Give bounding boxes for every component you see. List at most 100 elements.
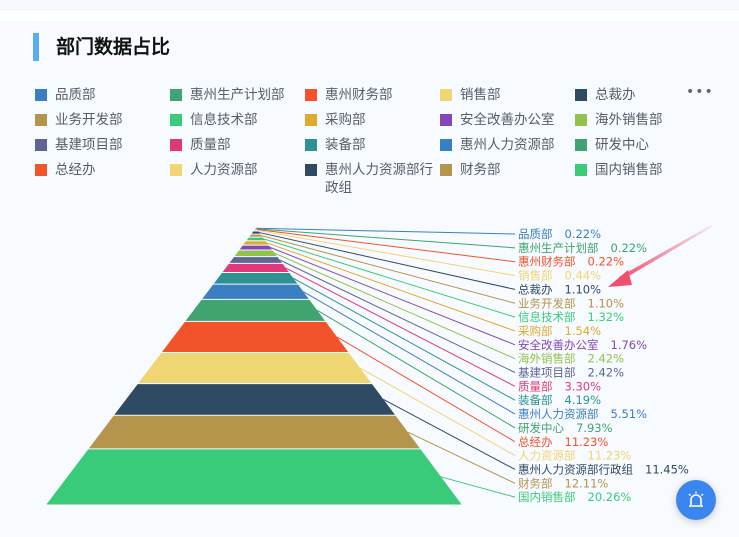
slice-label-value: 11.23% xyxy=(565,435,609,449)
label-leader-line xyxy=(270,247,516,346)
legend-swatch xyxy=(305,139,317,151)
slice-label-value: 0.22% xyxy=(611,241,648,255)
label-leader-line xyxy=(256,228,516,249)
legend-label: 销售部 xyxy=(460,87,501,103)
legend-item[interactable]: 海外销售部 xyxy=(575,111,663,129)
label-leader-line xyxy=(440,476,516,498)
slice-label-name: 惠州生产计划部 xyxy=(518,241,599,255)
legend-item[interactable]: 基建项目部 xyxy=(35,136,123,154)
slice-label-name: 国内销售部 xyxy=(518,490,576,504)
funnel-slice[interactable] xyxy=(251,231,261,234)
legend-item[interactable]: 惠州人力资源部 xyxy=(440,136,555,154)
slice-label-value: 3.30% xyxy=(565,379,602,393)
funnel-slice[interactable] xyxy=(114,384,395,415)
page-title: 部门数据占比 xyxy=(56,36,171,58)
label-leader-line xyxy=(293,277,516,401)
slice-label-value: 1.54% xyxy=(565,324,602,338)
funnel-slice[interactable] xyxy=(229,257,282,263)
legend-item[interactable]: 惠州财务部 xyxy=(305,86,393,104)
legend-item[interactable]: 惠州人力资源部行政组 xyxy=(305,161,435,197)
legend-swatch xyxy=(35,114,47,126)
legend-label: 业务开发部 xyxy=(55,112,123,128)
legend-swatch xyxy=(440,114,452,126)
legend-item[interactable]: 销售部 xyxy=(440,86,501,104)
label-leader-line xyxy=(279,259,516,373)
slice-label-value: 2.42% xyxy=(588,352,625,366)
funnel-slice[interactable] xyxy=(202,284,309,299)
slice-label-value: 1.10% xyxy=(565,282,602,296)
legend-item[interactable]: 安全改善办公室 xyxy=(440,111,555,129)
legend-item[interactable]: 财务部 xyxy=(440,161,501,179)
slice-label-value: 4.19% xyxy=(565,393,602,407)
label-leader-line xyxy=(303,291,516,415)
annotation-arrow-head xyxy=(608,270,632,287)
slice-label-value: 2.42% xyxy=(588,366,625,380)
legend-label: 采购部 xyxy=(325,112,366,128)
alarm-fab-button[interactable] xyxy=(676,480,716,520)
label-leader-line xyxy=(274,252,516,360)
legend-swatch xyxy=(170,139,182,151)
legend-label: 财务部 xyxy=(460,162,501,178)
label-leader-line xyxy=(256,227,516,235)
legend-swatch xyxy=(440,139,452,151)
funnel-slice[interactable] xyxy=(234,250,277,257)
label-leader-line xyxy=(264,238,516,318)
funnel-slice[interactable] xyxy=(249,234,263,237)
funnel-slice[interactable] xyxy=(185,299,326,321)
legend-item[interactable]: 质量部 xyxy=(170,136,231,154)
legend-label: 装备部 xyxy=(325,137,366,153)
funnel-slice[interactable] xyxy=(213,272,298,284)
legend-swatch xyxy=(35,89,47,101)
legend-item[interactable]: 国内销售部 xyxy=(575,161,663,179)
slice-label-value: 0.22% xyxy=(588,255,625,269)
alarm-light-icon xyxy=(688,491,704,507)
funnel-slice[interactable] xyxy=(46,449,462,505)
legend-label: 人力资源部 xyxy=(190,162,258,178)
more-options-button[interactable]: ••• xyxy=(686,84,714,100)
legend-item[interactable]: 品质部 xyxy=(35,86,96,104)
legend-label: 质量部 xyxy=(190,137,231,153)
slice-label-name: 信息技术部 xyxy=(518,310,576,324)
funnel-slice[interactable] xyxy=(239,245,272,250)
legend-label: 品质部 xyxy=(55,87,96,103)
funnel-slice[interactable] xyxy=(162,321,349,352)
slice-label-name: 惠州人力资源部 xyxy=(518,407,599,421)
label-leader-line xyxy=(259,232,516,290)
slice-label-value: 11.45% xyxy=(645,462,689,476)
slice-label-name: 财务部 xyxy=(518,476,553,490)
legend-item[interactable]: 总裁办 xyxy=(575,86,636,104)
top-band xyxy=(0,11,739,21)
legend-label: 惠州人力资源部行政组 xyxy=(325,162,433,196)
legend-label: 惠州人力资源部 xyxy=(460,137,555,153)
legend-label: 研发中心 xyxy=(595,137,649,153)
slice-label-value: 20.26% xyxy=(588,490,632,504)
funnel-slice[interactable] xyxy=(222,263,289,272)
slice-label-value: 12.11% xyxy=(565,476,609,490)
legend-label: 国内销售部 xyxy=(595,162,663,178)
legend-item[interactable]: 信息技术部 xyxy=(170,111,258,129)
legend-item[interactable]: 研发中心 xyxy=(575,136,649,154)
legend-swatch xyxy=(575,114,587,126)
legend-item[interactable]: 采购部 xyxy=(305,111,366,129)
legend-item[interactable]: 业务开发部 xyxy=(35,111,123,129)
legend-label: 总裁办 xyxy=(595,87,636,103)
label-leader-line xyxy=(257,229,516,277)
slice-label-name: 品质部 xyxy=(518,227,553,241)
legend-item[interactable]: 人力资源部 xyxy=(170,161,258,179)
label-leader-line xyxy=(257,229,516,263)
label-leader-line xyxy=(359,367,516,457)
funnel-slice[interactable] xyxy=(88,415,420,449)
slice-label-name: 基建项目部 xyxy=(518,366,576,380)
legend-item[interactable]: 惠州生产计划部 xyxy=(170,86,285,104)
label-leader-line xyxy=(316,309,516,429)
funnel-slice[interactable] xyxy=(246,237,266,241)
funnel-slice[interactable] xyxy=(243,241,269,245)
legend-item[interactable]: 装备部 xyxy=(305,136,366,154)
legend-item[interactable]: 总经办 xyxy=(35,161,96,179)
funnel-slice[interactable] xyxy=(138,352,372,384)
label-leader-line xyxy=(407,431,516,484)
slice-label-value: 1.76% xyxy=(611,338,648,352)
slice-label-value: 1.32% xyxy=(588,310,625,324)
legend-swatch xyxy=(305,89,317,101)
